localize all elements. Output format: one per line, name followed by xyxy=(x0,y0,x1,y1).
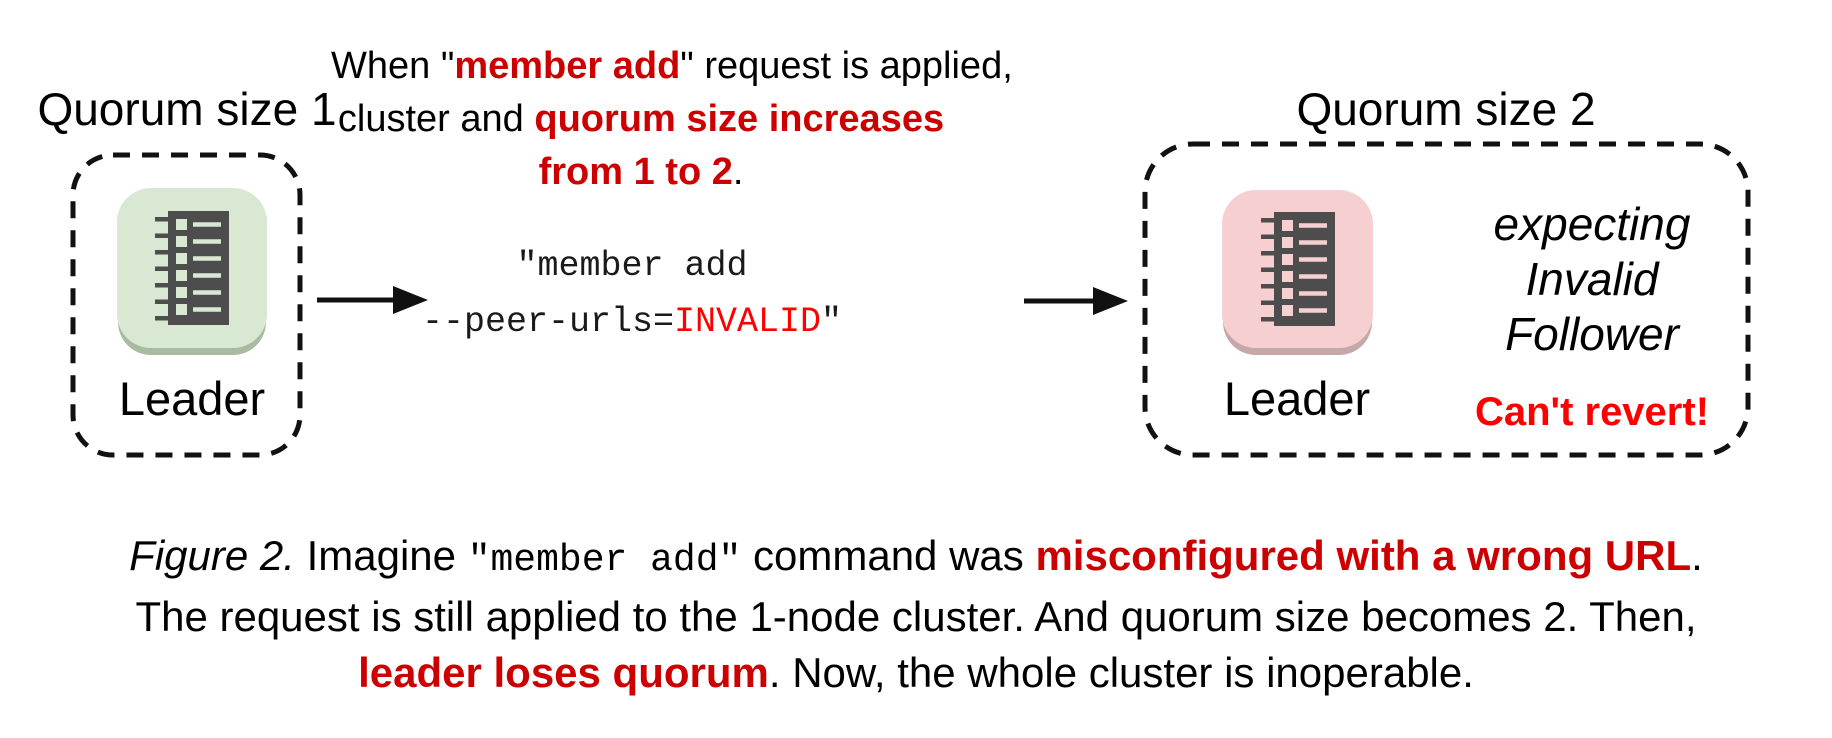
arrow-right-icon xyxy=(317,286,428,314)
left-cluster-title: Quorum size 1 xyxy=(37,83,337,135)
annotation-line2-em: quorum size increases xyxy=(534,98,945,140)
annotation-line1-em: member add xyxy=(454,45,681,87)
caption-em-misconfigured: misconfigured with a wrong URL xyxy=(1035,532,1692,579)
caption-t2: command was xyxy=(741,532,1036,579)
caption-line2: The request is still applied to the 1-no… xyxy=(135,593,1697,640)
server-icon xyxy=(155,211,229,325)
cant-revert-warning: Can't revert! xyxy=(1474,390,1710,434)
member-add-command: "member add --peer-urls=INVALID" xyxy=(322,238,942,350)
server-icon xyxy=(1260,212,1335,326)
expecting-follower-text: expecting Invalid Follower xyxy=(1442,197,1742,362)
annotation-line1-post: " request is applied, xyxy=(680,45,1013,87)
annotation-line2-pre: cluster and xyxy=(337,98,535,140)
leader-node-tile-pink xyxy=(1222,190,1373,348)
arrow-right-icon xyxy=(1024,287,1128,315)
annotation-text: When "member add" request is applied, cl… xyxy=(331,40,1013,199)
caption-t3: . xyxy=(1691,532,1703,579)
leader-node-tile-green xyxy=(117,188,267,348)
annotation-line3-post: . xyxy=(732,151,744,193)
caption-code: "member add" xyxy=(467,539,742,582)
expecting-line3: Follower xyxy=(1505,308,1679,360)
right-cluster-title: Quorum size 2 xyxy=(1296,83,1596,135)
caption-t4: . Now, the whole cluster is inoperable. xyxy=(768,649,1474,696)
command-line2-post: " xyxy=(821,302,843,342)
expecting-line2: Invalid xyxy=(1525,253,1659,305)
annotation-line1-pre: When " xyxy=(331,45,455,87)
right-leader-label: Leader xyxy=(1223,372,1371,425)
expecting-line1: expecting xyxy=(1493,198,1691,250)
command-line2-pre: --peer-urls= xyxy=(421,302,674,342)
figure-caption: Figure 2. Imagine "member add" command w… xyxy=(0,528,1832,701)
caption-em-loses-quorum: leader loses quorum xyxy=(358,649,769,696)
annotation-line3-em: from 1 to 2 xyxy=(538,151,733,193)
command-line1: "member add xyxy=(516,246,748,286)
left-leader-label: Leader xyxy=(118,372,266,425)
figure-label: Figure 2. xyxy=(129,532,295,579)
left-cluster-dashed-box xyxy=(70,152,303,458)
caption-t1: Imagine xyxy=(294,532,468,579)
command-line2-invalid: INVALID xyxy=(674,302,822,342)
